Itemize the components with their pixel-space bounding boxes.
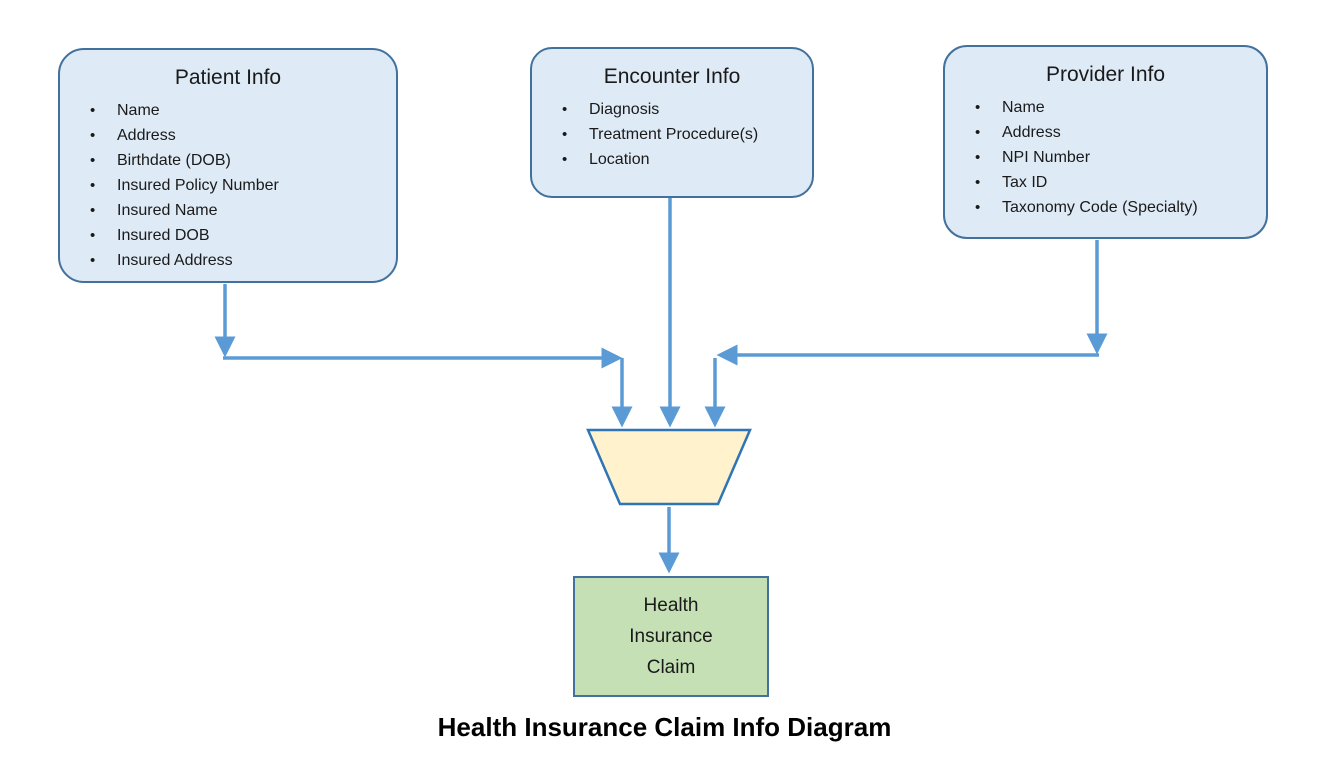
encounter-info-node: Encounter Info • Diagnosis • Treatment P…	[530, 47, 814, 198]
provider-info-title: Provider Info	[1045, 63, 1166, 86]
bullet-icon: •	[975, 124, 981, 141]
list-item: • Location	[562, 147, 804, 172]
list-item-label: Tax ID	[1002, 173, 1048, 191]
encounter-info-title: Encounter Info	[603, 65, 741, 88]
bullet-icon: •	[90, 127, 96, 144]
list-item-label: Address	[117, 126, 176, 144]
patient-info-node: Patient Info • Name • Address • Birthdat…	[58, 48, 398, 283]
claim-node-label-line: Insurance	[629, 626, 713, 647]
provider-info-list: • Name • Address • NPI Number • Tax ID •…	[945, 95, 1266, 220]
list-item: • Address	[975, 120, 1258, 145]
list-item-label: Taxonomy Code (Specialty)	[1002, 198, 1198, 216]
list-item-label: Name	[117, 101, 160, 119]
list-item: • Treatment Procedure(s)	[562, 122, 804, 147]
patient-info-title: Patient Info	[174, 66, 282, 89]
list-item-label: Name	[1002, 98, 1045, 116]
bullet-icon: •	[562, 101, 568, 118]
list-item: • NPI Number	[975, 145, 1258, 170]
list-item: • Address	[90, 123, 388, 148]
list-item-label: Diagnosis	[589, 100, 660, 118]
provider-info-node: Provider Info • Name • Address • NPI Num…	[943, 45, 1268, 239]
bullet-icon: •	[90, 202, 96, 219]
funnel-shape	[586, 428, 752, 506]
list-item-label: Insured Name	[117, 201, 218, 219]
bullet-icon: •	[975, 174, 981, 191]
list-item: • Insured DOB	[90, 223, 388, 248]
diagram-caption: Health Insurance Claim Info Diagram	[437, 712, 892, 742]
list-item: • Name	[90, 98, 388, 123]
bullet-icon: •	[90, 227, 96, 244]
list-item: • Diagnosis	[562, 97, 804, 122]
claim-node-label-line: Claim	[646, 657, 696, 678]
list-item: • Name	[975, 95, 1258, 120]
bullet-icon: •	[975, 149, 981, 166]
bullet-icon: •	[90, 152, 96, 169]
list-item: • Birthdate (DOB)	[90, 148, 388, 173]
list-item-label: NPI Number	[1002, 148, 1091, 166]
encounter-info-list: • Diagnosis • Treatment Procedure(s) • L…	[532, 97, 812, 172]
bullet-icon: •	[975, 99, 981, 116]
list-item: • Insured Name	[90, 198, 388, 223]
claim-node-label-line: Health	[643, 595, 699, 616]
list-item-label: Treatment Procedure(s)	[589, 125, 759, 143]
bullet-icon: •	[562, 151, 568, 168]
bullet-icon: •	[90, 102, 96, 119]
bullet-icon: •	[90, 177, 96, 194]
list-item: • Insured Policy Number	[90, 173, 388, 198]
bullet-icon: •	[975, 199, 981, 216]
bullet-icon: •	[90, 252, 96, 269]
list-item-label: Insured DOB	[117, 226, 210, 244]
list-item-label: Birthdate (DOB)	[117, 151, 231, 169]
list-item: • Tax ID	[975, 170, 1258, 195]
patient-info-list: • Name • Address • Birthdate (DOB) • Ins…	[60, 98, 396, 273]
list-item-label: Insured Address	[117, 251, 233, 269]
bullet-icon: •	[562, 126, 568, 143]
list-item: • Insured Address	[90, 248, 388, 273]
list-item: • Taxonomy Code (Specialty)	[975, 195, 1258, 220]
list-item-label: Insured Policy Number	[117, 176, 279, 194]
list-item-label: Address	[1002, 123, 1061, 141]
list-item-label: Location	[589, 150, 650, 168]
